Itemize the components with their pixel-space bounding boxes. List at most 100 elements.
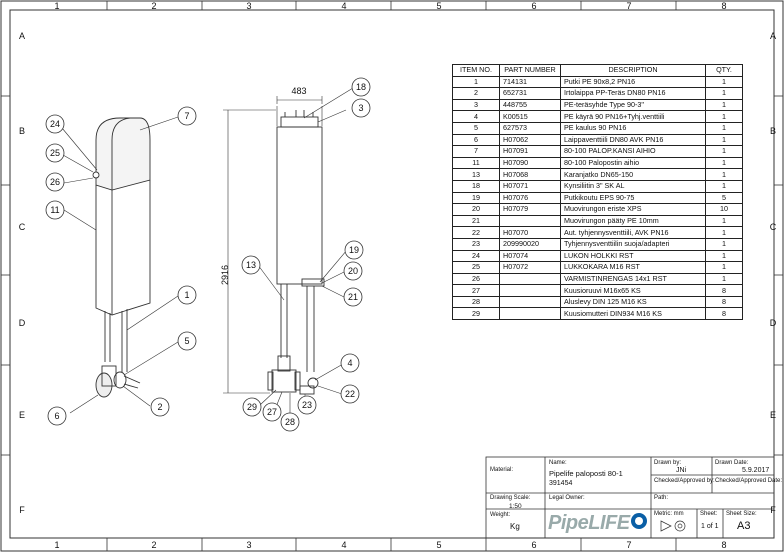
balloon-21: 21	[347, 292, 358, 302]
metric-label: Metric: mm	[654, 511, 684, 517]
balloon-18: 18	[355, 82, 366, 92]
zone-col-2-bottom: 2	[151, 540, 157, 550]
bom-item-no: 5	[452, 121, 500, 135]
bom-description: Kuusioruuvi M16x65 KS	[560, 284, 706, 297]
drawn-date-value: 5.9.2017	[742, 467, 770, 474]
balloon-2: 2	[157, 402, 163, 412]
bom-item-no: 1	[452, 75, 500, 89]
zone-row-c-right: C	[769, 222, 777, 232]
bom-qty: 8	[705, 307, 743, 321]
bom-description: PE kaulus 90 PN16	[560, 121, 706, 135]
bom-description: 80-100 Palopostin aihio	[560, 156, 706, 170]
balloon-5: 5	[184, 336, 190, 346]
bom-col-part: PART NUMBER	[499, 64, 561, 77]
zone-col-1-bottom: 1	[54, 540, 60, 550]
bom-part-number: H07068	[499, 168, 561, 181]
balloon-6: 6	[54, 411, 60, 421]
weight-value: Kg	[510, 522, 520, 531]
bom-description: LUKON HOLKKI RST	[560, 249, 706, 263]
pipelife-logo: PipeLIFE	[548, 512, 630, 534]
bom-item-no: 18	[452, 179, 500, 193]
dimension-height: 2916	[220, 264, 230, 286]
bom-description: Muovirungon pääty PE 10mm	[560, 214, 706, 228]
bom-description: Aut. tyhjennysventtiili, AVK PN16	[560, 226, 706, 239]
bom-qty: 8	[705, 295, 743, 309]
weight-label: Weight:	[490, 512, 511, 518]
bom-qty: 1	[705, 133, 743, 147]
isometric-view	[92, 117, 151, 398]
bom-part-number: H07079	[499, 203, 561, 216]
bom-col-item: ITEM NO.	[452, 64, 500, 77]
bom-part-number: 627573	[499, 121, 561, 135]
bom-qty: 5	[705, 191, 743, 205]
balloon-1: 1	[184, 290, 190, 300]
bom-description: Irtolaippa PP-Teräs DN80 PN16	[560, 87, 706, 100]
zone-col-5-bottom: 5	[436, 540, 442, 550]
bom-col-description: DESCRIPTION	[560, 64, 706, 77]
checked-date-label: Checked/Approved Date:	[715, 478, 783, 484]
bom-item-no: 19	[452, 191, 500, 205]
bom-qty: 1	[705, 98, 743, 112]
bom-qty: 1	[705, 156, 743, 170]
bom-item-no: 22	[452, 226, 500, 239]
zone-col-6: 6	[531, 1, 537, 11]
zone-col-7: 7	[626, 1, 632, 11]
leader-lines	[61, 87, 354, 422]
balloon-23: 23	[301, 400, 312, 410]
bom-part-number: 448755	[499, 98, 561, 112]
balloons	[45, 77, 371, 432]
bom-description: Putkikoutu EPS 90-75	[560, 191, 706, 205]
zone-col-7-bottom: 7	[626, 540, 632, 550]
zone-row-a-right: A	[769, 31, 776, 41]
balloon-26: 26	[49, 177, 60, 187]
bom-description: Laippaventtiili DN80 AVK PN16	[560, 133, 706, 147]
bom-description: Kuusiomutteri DIN934 M16 KS	[560, 307, 706, 321]
bom-qty: 1	[705, 237, 743, 251]
bom-item-no: 25	[452, 261, 500, 274]
balloon-28: 28	[284, 417, 295, 427]
zone-col-1: 1	[54, 1, 60, 11]
bom-qty: 1	[705, 75, 743, 89]
zone-col-3: 3	[246, 1, 252, 11]
bom-description: PE käyrä 90 PN16+Tyhj.venttiili	[560, 110, 706, 123]
balloon-3: 3	[358, 103, 364, 113]
bom-item-no: 28	[452, 295, 500, 309]
bom-description: LUKKOKARA M16 RST	[560, 261, 706, 274]
dimension-width: 483	[291, 86, 307, 96]
bom-qty: 8	[705, 284, 743, 297]
zone-row-e: E	[18, 410, 25, 420]
bom-item-no: 20	[452, 203, 500, 216]
zone-row-e-right: E	[769, 410, 776, 420]
bom-qty: 1	[705, 272, 743, 286]
balloon-29: 29	[246, 402, 257, 412]
bom-description: Kynsiliitin 3" SK AL	[560, 179, 706, 193]
bom-description: 80-100 PALOP.KANSI AIHIO	[560, 145, 706, 158]
checked-by-label: Checked/Approved by:	[654, 478, 715, 484]
bom-item-no: 24	[452, 249, 500, 263]
balloon-27: 27	[266, 407, 277, 417]
balloon-25: 25	[49, 148, 60, 158]
bom-part-number: K00515	[499, 110, 561, 123]
bom-qty: 1	[705, 249, 743, 263]
balloon-19: 19	[348, 245, 359, 255]
bom-qty: 1	[705, 261, 743, 274]
zone-row-a: A	[18, 31, 25, 41]
drawn-by-label: Drawn by:	[654, 460, 682, 466]
zone-row-f-right: F	[770, 505, 776, 515]
bom-description: VARMISTINRENGAS 14x1 RST	[560, 272, 706, 286]
zone-row-c: C	[18, 222, 26, 232]
bom-item-no: 29	[452, 307, 500, 321]
zone-row-d-right: D	[769, 318, 777, 328]
